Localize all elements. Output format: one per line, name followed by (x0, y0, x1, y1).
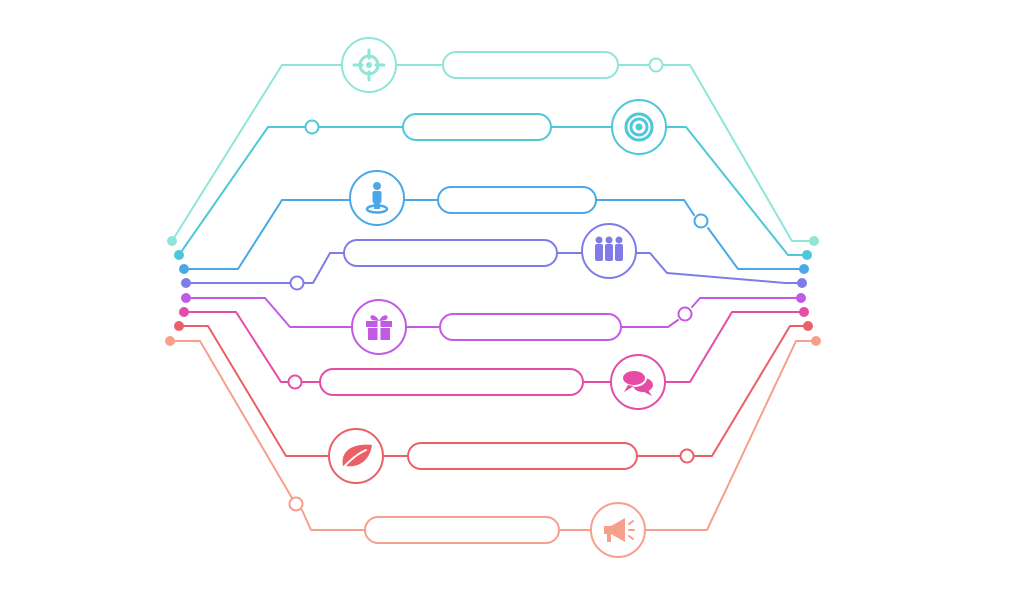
line-5 (181, 293, 806, 355)
line-1-label-box (442, 51, 619, 79)
line-1-right-endpoint (809, 236, 819, 246)
line-8-right-endpoint (811, 336, 821, 346)
line-8-node (288, 496, 304, 512)
megaphone-icon (604, 518, 635, 542)
line-7-right-endpoint (803, 321, 813, 331)
line-2-path (178, 126, 808, 256)
line-7-node (679, 448, 695, 464)
line-1-node (648, 57, 664, 73)
line-2-label-box (402, 113, 552, 141)
line-3-node (693, 213, 709, 229)
line-2-node (304, 119, 320, 135)
line-3-left-endpoint (179, 264, 189, 274)
line-1-path (171, 64, 815, 242)
target-icon (624, 112, 654, 142)
line-6-left-endpoint (179, 307, 189, 317)
line-4-node (289, 275, 305, 291)
gift-icon (366, 315, 392, 340)
line-8-left-endpoint (165, 336, 175, 346)
crosshair-icon (352, 48, 386, 82)
line-8 (165, 336, 821, 558)
line-6-right-endpoint (799, 307, 809, 317)
people-group-icon (595, 236, 623, 261)
line-4-right-endpoint (797, 278, 807, 288)
line-2-left-endpoint (174, 250, 184, 260)
line-5-left-endpoint (181, 293, 191, 303)
line-3-path (183, 199, 805, 270)
line-4-left-endpoint (181, 278, 191, 288)
line-6 (179, 307, 809, 410)
chat-bubbles-icon (621, 369, 653, 396)
line-6-label-box (319, 368, 584, 396)
line-1 (167, 37, 819, 246)
line-2 (174, 99, 812, 260)
line-7-label-box (407, 442, 638, 470)
line-5-label-box (439, 313, 622, 341)
line-5-path (185, 297, 802, 328)
line-6-path (183, 311, 805, 383)
line-4-label-box (343, 239, 558, 267)
line-7-path (178, 325, 809, 457)
line-3-label-box (437, 186, 597, 214)
line-2-right-endpoint (802, 250, 812, 260)
line-8-label-box (364, 516, 560, 544)
line-3 (179, 170, 809, 274)
line-4-path (185, 252, 803, 284)
line-8-path (169, 340, 817, 531)
line-5-node (677, 306, 693, 322)
leaf-icon (341, 444, 372, 470)
line-3-right-endpoint (799, 264, 809, 274)
line-5-right-endpoint (796, 293, 806, 303)
line-1-left-endpoint (167, 236, 177, 246)
person-location-icon (365, 182, 389, 214)
line-4 (181, 223, 807, 291)
line-7 (174, 321, 813, 484)
line-7-left-endpoint (174, 321, 184, 331)
line-6-node (287, 374, 303, 390)
